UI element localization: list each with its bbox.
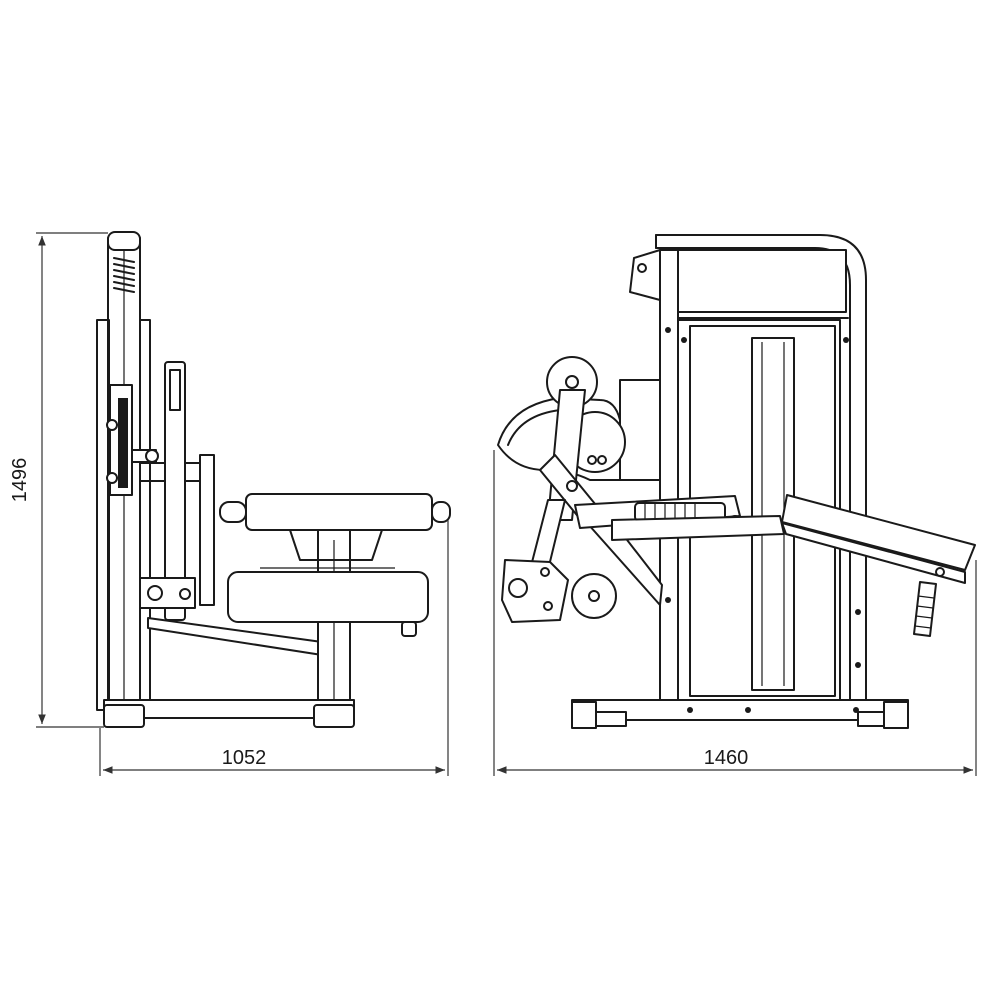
front-width-label: 1460 [704, 747, 749, 769]
spring-coil [113, 257, 135, 293]
dimension-height: 1496 [9, 232, 108, 728]
side-view [96, 231, 451, 728]
side-width-label: 1052 [222, 747, 267, 769]
front-view [497, 234, 976, 729]
dimension-front-width: 1460 [493, 450, 977, 776]
dimension-side-width: 1052 [99, 520, 449, 776]
height-label: 1496 [9, 458, 31, 503]
